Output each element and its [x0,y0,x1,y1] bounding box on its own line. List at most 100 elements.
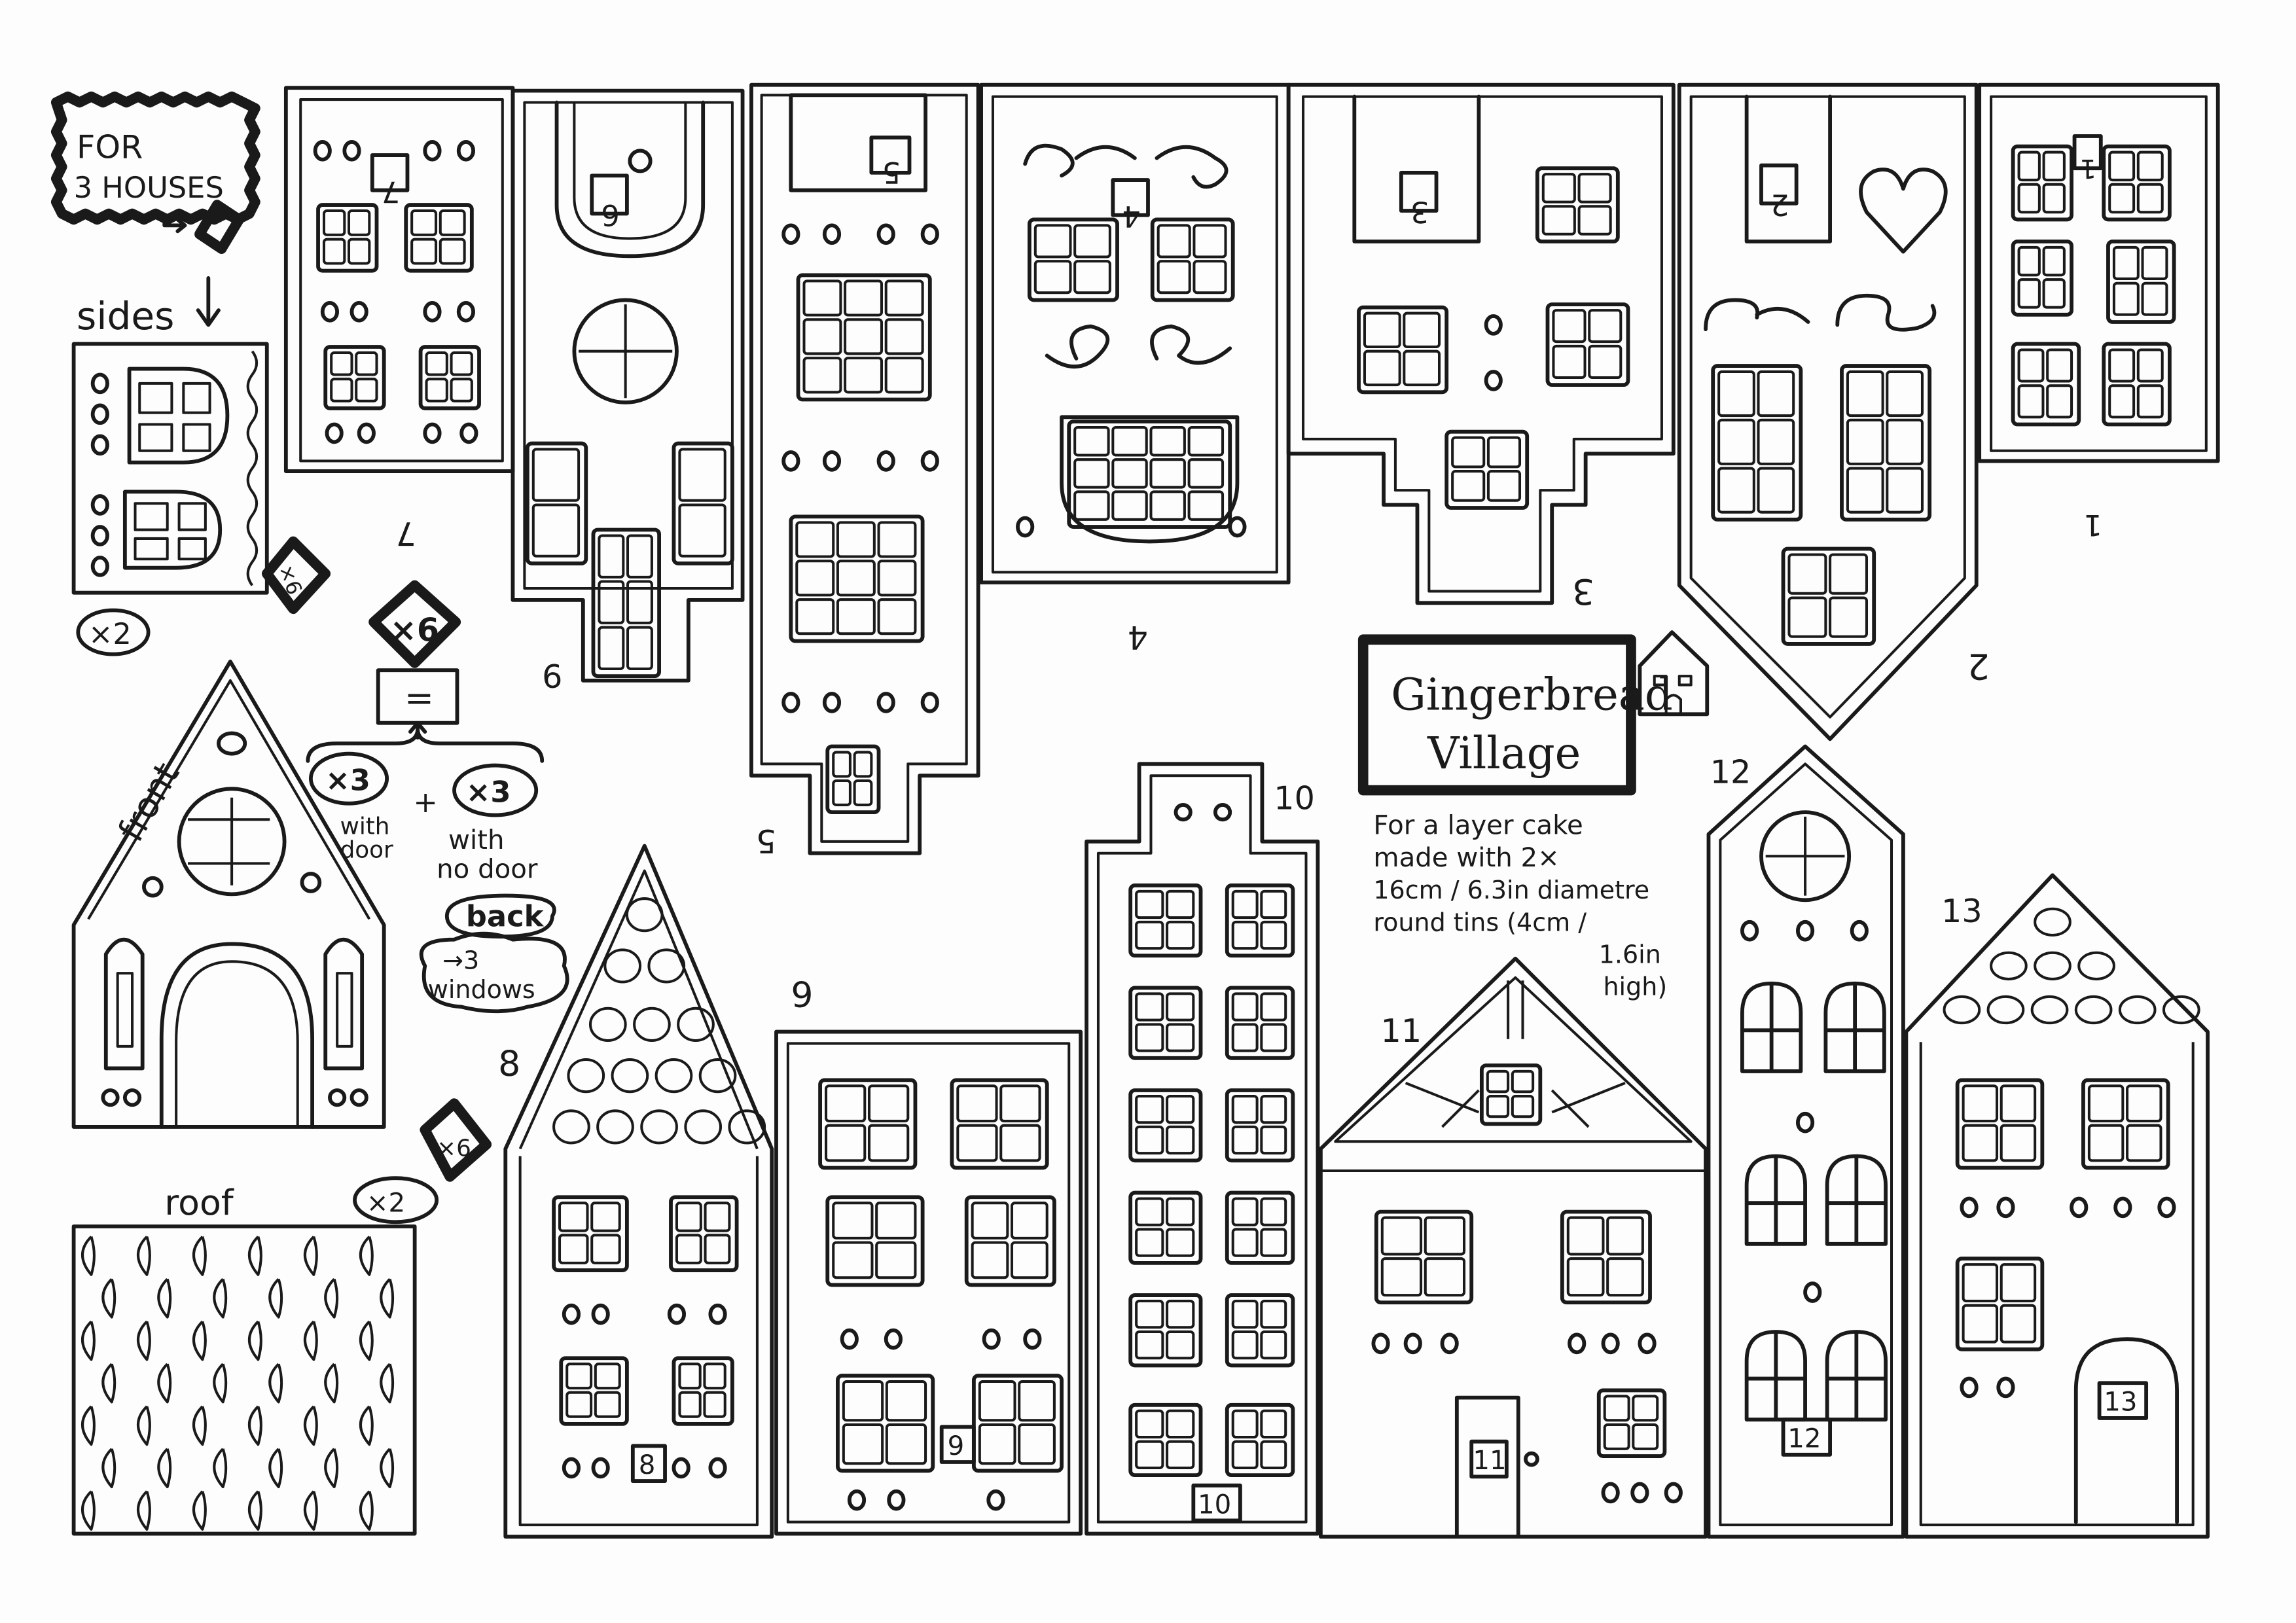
roof-scale [192,1320,207,1361]
window-pane [1231,1330,1259,1360]
dot [822,450,842,472]
equals-sign: = [404,677,434,719]
window-pane [2046,384,2073,419]
window [2102,342,2172,427]
windows-layer [316,144,2176,1478]
back-label: back [466,899,545,934]
roof-scale [304,1320,318,1361]
window-pane [802,279,842,317]
roof-tile [728,1109,766,1145]
no-door-line1: with [448,825,504,855]
window [672,1356,734,1426]
window-frame [1128,986,1203,1060]
window-pane [2017,151,2041,182]
front-piece: front [71,659,386,1129]
dot [1850,919,1869,942]
window-frame [1596,1388,1667,1458]
roof-count: ×2 [367,1188,405,1219]
window [1225,986,1295,1060]
window [2106,240,2176,324]
back-panel-5: 5 5 [749,82,980,860]
window-pane [1552,309,1587,344]
window-frame [1225,1402,1295,1478]
arched-window-frame [1825,1154,1888,1246]
dot [1795,1111,1815,1133]
label-9: 9 [791,974,813,1016]
roof-scale [213,1448,228,1489]
window [1955,1078,2045,1170]
window-pane [795,560,835,597]
window-pane [598,580,625,624]
window-pane [1157,260,1191,294]
window [1479,1063,1543,1126]
window-pane [1962,1304,1999,1344]
window-pane [832,1241,874,1279]
no-door-count: ×3 [466,774,511,809]
back-windows-count: →3 [442,946,479,974]
roof-tile [2118,995,2157,1025]
window [1225,1088,1295,1163]
roof-scale [192,1490,207,1531]
window-pane [802,318,842,355]
label-2: 2 [1967,646,1990,687]
dot [90,556,109,577]
window-pane [836,560,876,597]
window-pane [1073,260,1111,294]
dot [822,223,842,245]
window-pane [1486,436,1522,469]
dot [90,525,109,546]
window [2011,144,2073,222]
dot [1016,516,1035,538]
window-pane [531,448,581,502]
plaque-5: 5 [882,155,901,190]
window-pane [2126,1084,2162,1122]
arched-window [1823,981,1886,1073]
dot [456,300,475,323]
window-pane [1166,1300,1195,1329]
window [669,1195,739,1272]
window-pane [322,238,346,265]
dot [423,422,442,444]
window-pane [1632,1423,1659,1450]
window [316,203,379,273]
window-pane [1166,1197,1195,1226]
dot [887,1489,906,1511]
window-pane [1135,920,1164,950]
window-pane [1166,1094,1195,1124]
plaque-6: 6 [601,198,619,232]
back-windows-label: windows [428,975,535,1004]
window-pane [1231,1023,1259,1052]
window-pane [885,1423,927,1465]
window-pane [842,1380,884,1422]
label-8: 8 [498,1043,520,1084]
roof-scale [359,1320,374,1361]
dot [1568,1332,1587,1355]
dot [1740,919,1759,942]
window-pane [678,1391,702,1418]
dot [708,1457,727,1479]
dot [2113,1196,2132,1219]
window-pane [675,1234,702,1264]
dots-layer [90,140,2176,1511]
dot [591,1457,610,1479]
window-pane [1846,370,1884,418]
window-pane [1187,458,1225,489]
house-13: 13 13 [1904,873,2210,1539]
window-pane [1135,1440,1164,1469]
roof-scale [248,1490,262,1531]
window-frame [404,203,474,273]
window-pane [1962,1263,1999,1303]
window-pane [1231,1300,1259,1329]
window-pane [1231,1197,1259,1226]
dot [1638,1332,1657,1355]
note-line: made with 2× [1373,843,1560,873]
window-pane [1231,1125,1259,1155]
window-frame [323,345,386,410]
window-pane [2017,245,2041,277]
arrow-down-icon [196,276,221,327]
window [789,514,925,643]
window-pane [1588,309,1623,344]
window-pane [875,1202,917,1240]
window [1596,1388,1667,1458]
window-pane [1403,349,1441,387]
